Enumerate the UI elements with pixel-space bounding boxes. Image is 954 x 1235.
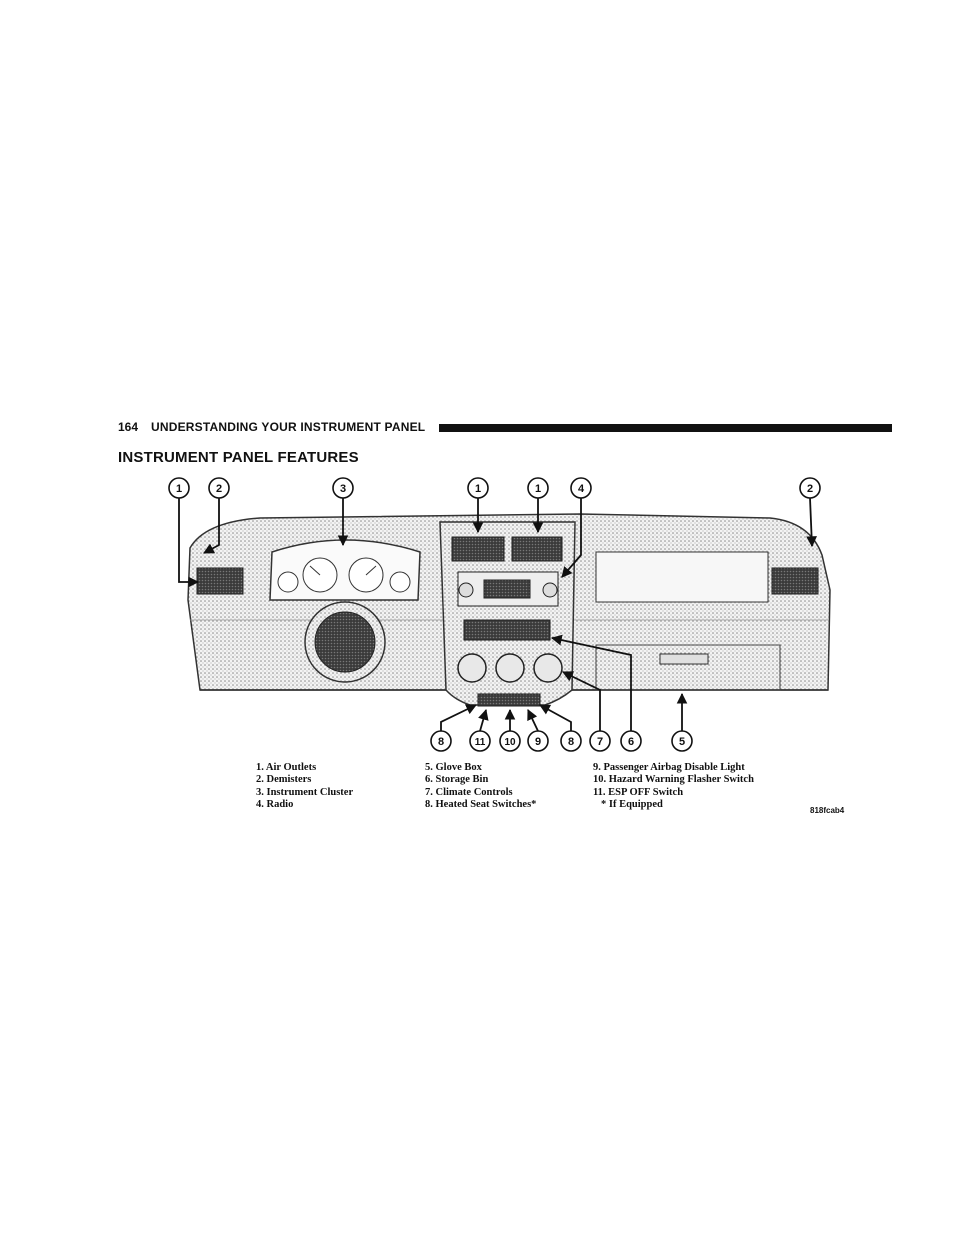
header-rule [439, 424, 892, 432]
callout-1: 1 [527, 477, 549, 499]
callout-label: 1 [535, 483, 541, 495]
legend-item: 9. Passenger Airbag Disable Light [593, 762, 745, 773]
legend-item: 10. Hazard Warning Flasher Switch [593, 774, 754, 786]
center-air-outlet-left [451, 536, 505, 562]
legend-item: 1. Air Outlets [256, 762, 317, 773]
legend-column-3: 9. Passenger Airbag Disable Light 10. Ha… [593, 762, 754, 812]
callout-1: 1 [467, 477, 489, 499]
radio [457, 571, 559, 607]
callout-9: 9 [527, 730, 549, 752]
callout-label: 10 [504, 737, 516, 748]
left-air-outlet [196, 567, 244, 595]
legend-item: 7. Climate Controls [425, 786, 513, 798]
callout-label: 1 [475, 483, 481, 495]
storage-bin [463, 619, 551, 641]
right-air-outlet [771, 567, 819, 595]
figure-code: 818fcab4 [810, 806, 845, 815]
callout-label: 11 [475, 737, 486, 748]
callout-label: 2 [216, 483, 222, 495]
page-title: INSTRUMENT PANEL FEATURES [118, 449, 359, 466]
legend-item: 3. Instrument Cluster [256, 786, 354, 798]
page-header: 164 UNDERSTANDING YOUR INSTRUMENT PANEL [118, 420, 892, 436]
legend-column-2: 5. Glove Box 6. Storage Bin 7. Climate C… [425, 762, 536, 812]
legend-item: 6. Storage Bin [425, 774, 489, 786]
callout-2: 2 [208, 477, 230, 499]
glove-box-handle [659, 653, 709, 665]
callout-8: 8 [430, 730, 452, 752]
callout-3: 3 [332, 477, 354, 499]
callout-label: 7 [597, 736, 603, 748]
steering-wheel [304, 601, 386, 683]
glove-box [595, 644, 781, 691]
callout-label: 5 [679, 736, 685, 748]
callout-5: 5 [671, 730, 693, 752]
legend-item: 5. Glove Box [425, 762, 482, 773]
callout-label: 4 [578, 483, 585, 495]
callout-label: 6 [628, 736, 634, 748]
legend-column-1: 1. Air Outlets 2. Demisters 3. Instrumen… [256, 762, 353, 812]
legend-item: 2. Demisters [256, 774, 312, 786]
callout-4: 4 [570, 477, 592, 499]
callout-label: 2 [807, 483, 813, 495]
switch-panel [477, 693, 541, 707]
legend-item: 8. Heated Seat Switches* [425, 799, 537, 811]
callout-label: 9 [535, 736, 541, 748]
center-air-outlet-right [511, 536, 563, 562]
instrument-cluster [269, 539, 421, 601]
legend-item: 4. Radio [256, 799, 294, 811]
callout-label: 3 [340, 483, 346, 495]
callout-10: 10 [499, 730, 521, 752]
legend-item: * If Equipped [601, 799, 663, 811]
callout-label: 8 [568, 736, 574, 748]
callout-8: 8 [560, 730, 582, 752]
callout-6: 6 [620, 730, 642, 752]
section-title: UNDERSTANDING YOUR INSTRUMENT PANEL [151, 420, 426, 434]
callout-7: 7 [589, 730, 611, 752]
callout-leaders [178, 497, 817, 732]
callout-2: 2 [799, 477, 821, 499]
page-number: 164 [118, 420, 139, 434]
callout-1: 1 [168, 477, 190, 499]
legend-item: 11. ESP OFF Switch [593, 786, 684, 798]
callout-11: 11 [469, 730, 491, 752]
callout-label: 8 [438, 736, 444, 748]
climate-controls [457, 653, 563, 683]
passenger-dash-opening [595, 551, 769, 603]
callout-label: 1 [176, 483, 182, 495]
